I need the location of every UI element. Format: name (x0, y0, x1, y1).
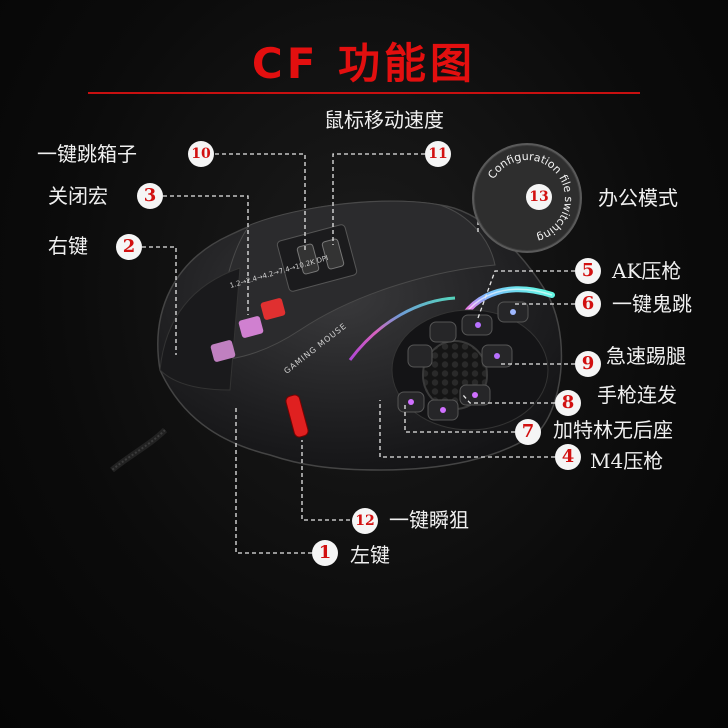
page-title: CF 功能图 (251, 39, 477, 88)
feature-label-11: 鼠标移动速度 (324, 108, 444, 132)
feature-label-1: 左键 (350, 543, 390, 567)
feature-label-6: 一键鬼跳 (612, 292, 692, 316)
feature-label-12: 一键瞬狙 (389, 508, 469, 532)
feature-badge-7: 7 (515, 419, 541, 445)
feature-badge-9: 9 (575, 351, 601, 377)
feature-label-7: 加特林无后座 (553, 418, 673, 442)
feature-label-10: 一键跳箱子 (37, 142, 137, 166)
feature-label-2: 右键 (48, 234, 88, 258)
feature-badge-13: 13 (526, 184, 552, 210)
feature-badge-5: 5 (575, 258, 601, 284)
feature-label-3: 关闭宏 (48, 184, 108, 208)
feature-label-4: M4压枪 (590, 449, 664, 473)
feature-badge-4: 4 (555, 444, 581, 470)
title-divider (88, 92, 640, 94)
feature-badge-1: 1 (312, 540, 338, 566)
feature-badge-10: 10 (188, 141, 214, 167)
sniper-button-shape (285, 394, 309, 438)
feature-badge-6: 6 (575, 291, 601, 317)
feature-label-13: 办公模式 (598, 186, 678, 210)
feature-label-9: 急速踢腿 (606, 344, 686, 368)
feature-label-8: 手枪连发 (597, 383, 677, 407)
feature-badge-11: 11 (425, 141, 451, 167)
feature-badge-8: 8 (555, 390, 581, 416)
feature-badge-2: 2 (116, 234, 142, 260)
feature-label-5: AK压枪 (612, 259, 682, 283)
feature-badge-12: 12 (352, 508, 378, 534)
feature-badge-3: 3 (137, 183, 163, 209)
